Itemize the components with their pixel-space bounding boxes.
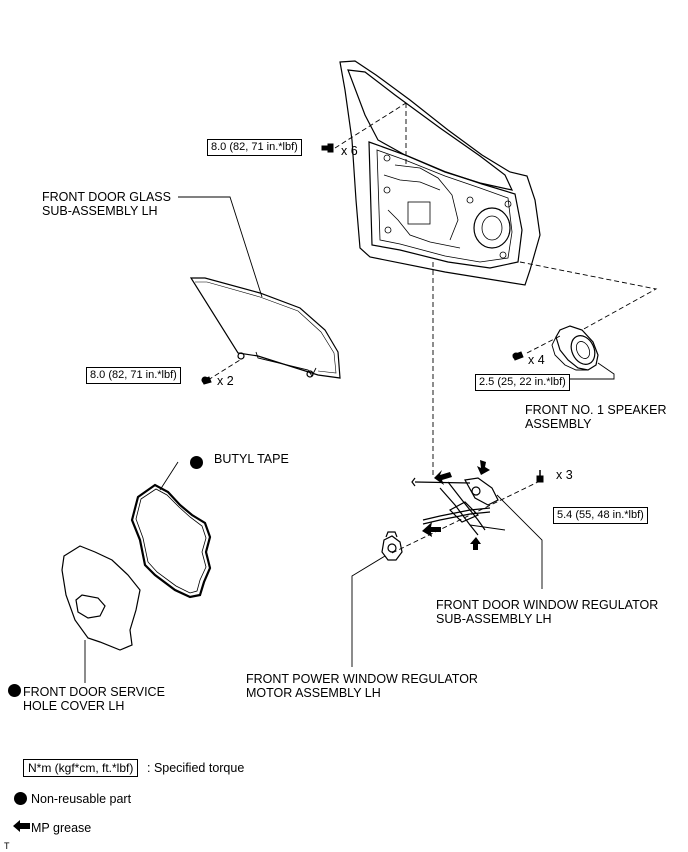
- label-line: MOTOR ASSEMBLY LH: [246, 686, 381, 700]
- butyl-tape: [130, 483, 212, 599]
- grease-arrow-icon: [422, 522, 441, 537]
- bolt-icon-speaker: [512, 351, 524, 361]
- regulator-motor: [381, 531, 403, 561]
- bolt-icons: [201, 143, 544, 483]
- window-regulator: [411, 477, 506, 536]
- bolt-icon-regulator: [536, 470, 544, 483]
- label-line: FRONT DOOR WINDOW REGULATOR: [436, 598, 659, 612]
- quantity-glass-bolts: x 2: [217, 374, 234, 388]
- label-line: SUB-ASSEMBLY LH: [42, 204, 158, 218]
- label-window-regulator: FRONT DOOR WINDOW REGULATOR SUB-ASSEMBLY…: [436, 598, 658, 626]
- torque-box-speaker: 2.5 (25, 22 in.*lbf): [475, 374, 570, 391]
- grease-arrow-icon: [434, 470, 452, 485]
- quantity-regulator-bolts: x 3: [556, 468, 573, 482]
- non-reusable-icon: [14, 792, 27, 805]
- grease-arrow-icon: [470, 537, 481, 550]
- dashed-guide-lines: [207, 102, 658, 554]
- grease-arrow-icon: [13, 820, 30, 832]
- label-line: FRONT DOOR SERVICE: [23, 685, 165, 699]
- legend-grease-text: MP grease: [31, 821, 92, 835]
- front-door-panel: [339, 60, 541, 286]
- bolt-icon-glass: [201, 376, 212, 385]
- torque-box-regulator: 5.4 (55, 48 in.*lbf): [553, 507, 648, 524]
- label-line: FRONT DOOR GLASS: [42, 190, 171, 204]
- label-butyl-tape: BUTYL TAPE: [214, 452, 289, 466]
- grease-arrow-icon: [477, 460, 490, 475]
- torque-box-glass: 8.0 (82, 71 in.*lbf): [86, 367, 181, 384]
- legend-torque-box: N*m (kgf*cm, ft.*lbf): [23, 759, 139, 777]
- service-hole-cover: [61, 545, 141, 651]
- legend-nonreusable-text: Non-reusable part: [31, 792, 132, 806]
- grease-arrow-icons: [422, 460, 490, 550]
- label-speaker-assembly: FRONT NO. 1 SPEAKER ASSEMBLY: [525, 403, 666, 431]
- label-line: FRONT NO. 1 SPEAKER: [525, 403, 667, 417]
- bolt-icon-door: [321, 143, 334, 153]
- non-reusable-icon: [190, 456, 203, 469]
- label-line: FRONT POWER WINDOW REGULATOR: [246, 672, 478, 686]
- label-line: HOLE COVER LH: [23, 699, 125, 713]
- label-front-door-glass: FRONT DOOR GLASS SUB-ASSEMBLY LH: [42, 190, 171, 218]
- label-line: SUB-ASSEMBLY LH: [436, 612, 552, 626]
- quantity-speaker-bolts: x 4: [528, 353, 545, 367]
- label-service-hole-cover: FRONT DOOR SERVICE HOLE COVER LH: [23, 685, 165, 713]
- label-line: ASSEMBLY: [525, 417, 592, 431]
- corner-mark: T: [4, 841, 10, 851]
- torque-box-door: 8.0 (82, 71 in.*lbf): [207, 139, 302, 156]
- non-reusable-icon: [8, 684, 21, 697]
- speaker-assembly: [551, 325, 599, 371]
- front-door-glass: [189, 277, 341, 379]
- quantity-door-bolts: x 6: [341, 144, 358, 158]
- label-regulator-motor: FRONT POWER WINDOW REGULATOR MOTOR ASSEM…: [246, 672, 478, 700]
- legend-torque-text: : Specified torque: [147, 761, 245, 775]
